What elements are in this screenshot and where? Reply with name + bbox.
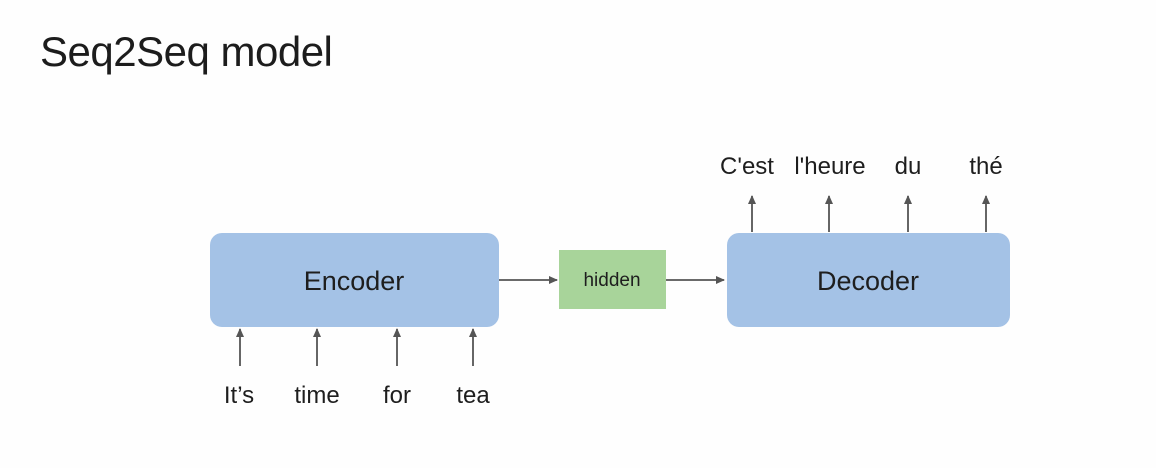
encoder-label: Encoder — [304, 266, 405, 296]
output-word-2: l'heure — [794, 153, 865, 180]
encoder-block: Encoder — [210, 233, 499, 327]
output-word-3: du — [895, 153, 922, 180]
hidden-block: hidden — [559, 250, 666, 309]
encoder-box — [210, 233, 499, 327]
input-word-2: time — [294, 382, 339, 409]
decoder-box — [727, 233, 1010, 327]
input-word-4: tea — [456, 382, 490, 409]
input-word-3: for — [383, 382, 411, 409]
decoder-label: Decoder — [817, 266, 919, 296]
decoder-block: Decoder — [727, 233, 1010, 327]
hidden-box — [559, 250, 666, 309]
slide-title: Seq2Seq model — [40, 28, 333, 75]
output-word-1: C'est — [720, 153, 774, 180]
hidden-label: hidden — [583, 270, 640, 291]
input-word-1: It’s — [224, 382, 254, 409]
output-word-4: thé — [969, 153, 1002, 180]
